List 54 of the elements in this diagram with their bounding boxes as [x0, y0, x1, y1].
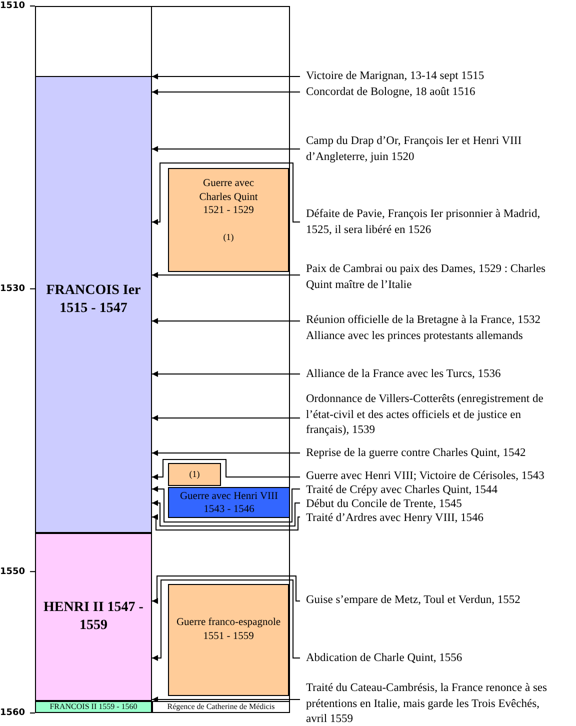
event-label: Ordonnance de Villers-Cotterêts (enregistrement de l’état-civil et des actes officiels et de justice en français), 1539	[306, 392, 544, 438]
event-label: Paix de Cambrai ou paix des Dames, 1529 : Charles Quint maître de l’Italie	[306, 262, 547, 293]
war-period-box	[168, 584, 289, 696]
year-label: 1560	[0, 708, 26, 718]
war-period-box	[168, 168, 289, 272]
arrow	[152, 576, 300, 604]
arrow	[152, 89, 300, 95]
arrow	[152, 415, 300, 421]
event-label: Guerre avec Henri VIII; Victoire de Cérisoles, 1543	[306, 469, 546, 484]
regency-box	[152, 701, 290, 713]
event-label: Reprise de la guerre contre Charles Quint, 1542	[306, 446, 527, 461]
event-label: Réunion officielle de la Bretagne à la France, 1532	[306, 313, 542, 328]
event-label: Traité d’Ardres avec Henry VIII, 1546	[306, 511, 485, 526]
arrow	[152, 272, 300, 278]
period-label: FRANCOIS Ier 1515 - 1547	[45, 282, 142, 318]
event-label: Défaite de Pavie, François Ier prisonnier à Madrid, 1525, il sera libéré en 1526	[306, 207, 542, 238]
war-period-box	[168, 463, 221, 486]
event-label: Début du Concile de Trente, 1545	[306, 497, 463, 512]
reign-block	[35, 76, 152, 533]
event-label: Traité du Cateau-Cambrésis, la France renonce à ses prétentions en Italie, mais garde les Trois Evêchés, avril 1559	[306, 681, 548, 726]
arrow	[152, 500, 300, 526]
arrow	[152, 450, 300, 456]
period-label: Régence de Catherine de Médicis	[167, 702, 275, 712]
arrow	[152, 162, 300, 225]
arrow	[152, 486, 300, 522]
period-label: (1)	[189, 468, 200, 480]
arrow	[152, 696, 300, 702]
event-label: Camp du Drap d’Or, François Ier et Henri VIII d’Angleterre, juin 1520	[306, 134, 523, 165]
period-label: Guerre avec Charles Quint 1521 - 1529	[198, 177, 259, 218]
arrow	[152, 318, 300, 324]
event-label: Victoire de Marignan, 13-14 sept 1515	[306, 69, 486, 84]
event-label: Abdication de Charle Quint, 1556	[306, 651, 464, 666]
year-label: 1530	[0, 284, 26, 294]
event-label: Traité de Crépy avec Charles Quint, 1544	[306, 483, 499, 498]
reign-block	[35, 701, 152, 713]
arrow	[152, 580, 300, 661]
arrow	[152, 146, 300, 152]
event-label: Alliance avec les princes protestants allemands	[306, 328, 524, 344]
period-label: Guerre avec Henri VIII 1543 - 1546	[178, 490, 280, 517]
arrow	[152, 459, 300, 480]
event-label: Concordat de Bologne, 18 août 1516	[306, 85, 476, 100]
footnote-mark: (1)	[223, 232, 234, 244]
year-label: 1550	[0, 566, 26, 577]
event-label: Guise s’empare de Metz, Toul et Verdun, 1552	[306, 593, 522, 608]
arrow	[152, 514, 300, 530]
arrow	[152, 371, 300, 377]
war-period-box	[168, 487, 290, 518]
reign-block	[35, 533, 152, 701]
period-label: FRANCOIS II 1559 - 1560	[50, 702, 138, 712]
arrow	[152, 74, 300, 80]
period-label: HENRI II 1547 - 1559	[44, 598, 144, 635]
year-label: 1510	[0, 1, 26, 11]
event-label: Alliance de la France avec les Turcs, 1536	[306, 367, 502, 382]
period-label: Guerre franco-espagnole 1551 - 1559	[175, 616, 282, 644]
